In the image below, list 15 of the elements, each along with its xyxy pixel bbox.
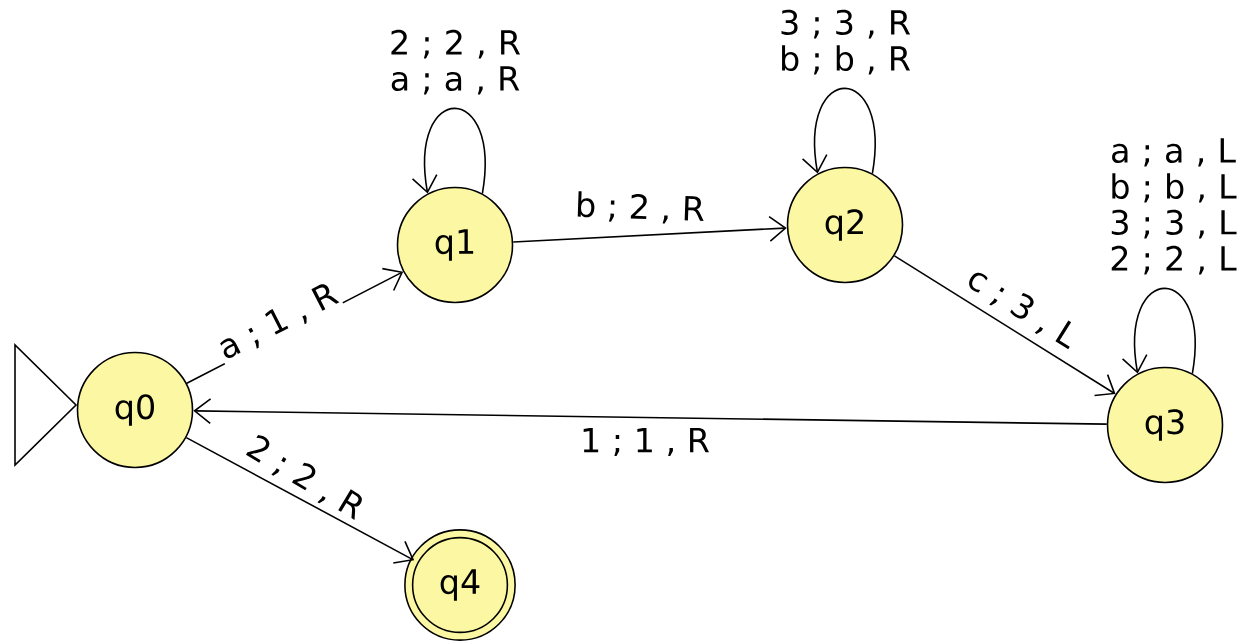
edge-label: 1 ; 1 , R <box>578 426 712 458</box>
arrow <box>185 436 415 564</box>
arrow <box>193 398 1108 425</box>
arrow <box>893 255 1116 397</box>
loop-arrow <box>1121 287 1196 375</box>
edge-label: a ; 1 , R <box>211 277 345 367</box>
edge-label: 3 ; 3 , R b ; b , R <box>774 8 916 77</box>
edge-label: a ; a , L b ; b , L 3 ; 3 , L 2 ; 2 , L <box>1102 136 1237 277</box>
edge-label: 2 ; 2 , R <box>239 429 371 527</box>
arrow <box>512 215 787 243</box>
loop-arrow <box>411 107 486 195</box>
edge-label: b ; 2 , R <box>572 189 708 227</box>
edge-label: 2 ; 2 , R a ; a , R <box>384 28 526 97</box>
edge-label: c ; 3 , L <box>960 260 1084 356</box>
loop-arrow <box>801 87 876 175</box>
